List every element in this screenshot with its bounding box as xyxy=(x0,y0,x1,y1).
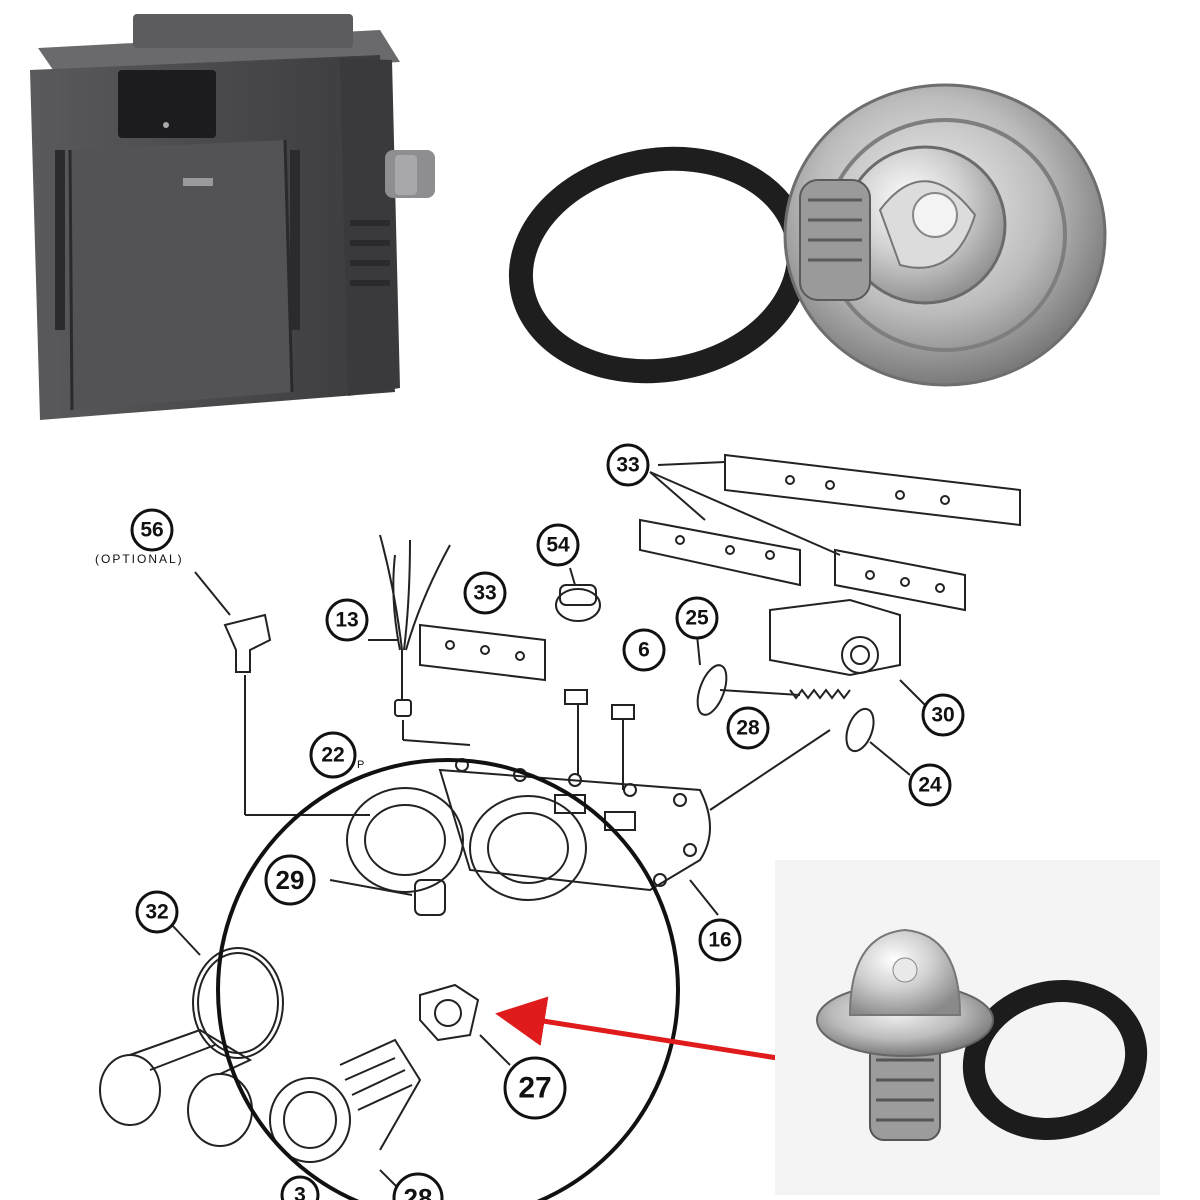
callout-33-middle: 33 xyxy=(473,582,496,605)
callout-56: 56 xyxy=(140,519,163,542)
callout-6: 6 xyxy=(638,639,650,662)
diagram-line-art xyxy=(99,453,1021,1191)
callout-25: 25 xyxy=(685,607,709,630)
callout-16: 16 xyxy=(708,929,731,952)
callout-24: 24 xyxy=(918,774,942,797)
callout-labels: 33 56 54 33 13 6 25 30 28 22 24 29 32 16… xyxy=(95,454,955,1200)
callout-22-suffix: P xyxy=(357,759,366,771)
callout-30: 30 xyxy=(931,704,954,727)
callout-22: 22 xyxy=(321,744,344,767)
callout-33-top: 33 xyxy=(616,454,639,477)
callout-28-strainer: 28 xyxy=(404,1183,433,1200)
thermostat-gasket-photo xyxy=(508,83,1107,387)
callout-29: 29 xyxy=(276,865,305,895)
zoom-circle xyxy=(216,758,680,1200)
callout-28-spring: 28 xyxy=(736,717,760,740)
optional-note: (OPTIONAL) xyxy=(95,552,184,566)
thermostat-product-photo xyxy=(775,860,1160,1195)
red-pointer-arrow xyxy=(495,996,791,1063)
callout-13: 13 xyxy=(335,609,358,632)
pool-heater-photo xyxy=(0,0,435,438)
callout-3: 3 xyxy=(294,1184,306,1200)
callout-27: 27 xyxy=(518,1072,551,1105)
callouts xyxy=(130,443,965,1200)
callout-54: 54 xyxy=(546,534,570,557)
callout-32: 32 xyxy=(145,901,168,924)
